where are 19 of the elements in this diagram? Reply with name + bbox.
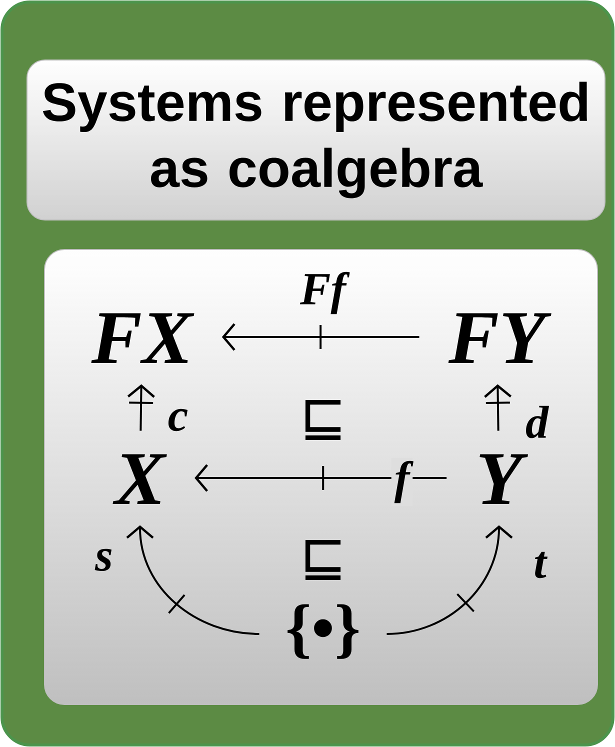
math-term: FX <box>91 313 194 363</box>
refinement-symbol: ⊑ <box>305 540 341 580</box>
arrow <box>222 323 420 351</box>
arrow <box>386 525 513 635</box>
refinement-symbol: ⊑ <box>305 400 341 440</box>
edge-label: s <box>94 548 112 572</box>
edge-label: f <box>391 458 414 506</box>
math-term: FY <box>448 313 552 363</box>
arrow <box>194 464 447 492</box>
math-term: Y <box>480 454 528 504</box>
arrow <box>126 525 260 635</box>
panel-box <box>44 249 598 705</box>
edge-label: c <box>168 408 188 432</box>
title-box: Systems represented as coalgebra <box>26 60 606 220</box>
math-term: {•} <box>288 604 358 659</box>
edge-label: Ff <box>300 272 350 314</box>
math-term: X <box>112 454 167 504</box>
edge-label: d <box>526 406 550 438</box>
edge-label: t <box>535 552 548 578</box>
